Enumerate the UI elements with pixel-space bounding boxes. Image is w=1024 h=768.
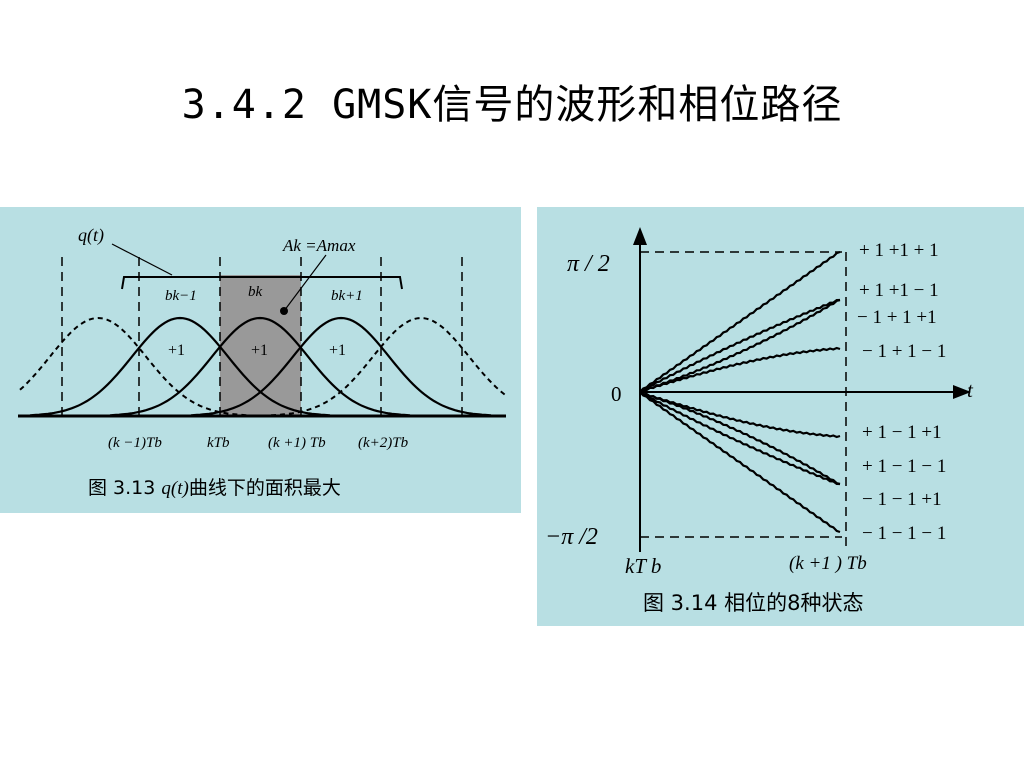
state-label: + 1 − 1 +1: [862, 422, 942, 443]
phase-paths: [639, 250, 841, 534]
phase-path: [639, 298, 841, 393]
figure-3-13-panel: q(t) Ak =Amax bk−1 bk bk+1 +1 +1 +1 (k −…: [0, 207, 521, 513]
state-label: − 1 + 1 − 1: [862, 341, 946, 362]
q-pulse: [121, 276, 403, 290]
plus-one-label: +1: [251, 342, 268, 359]
phase-path: [639, 250, 841, 393]
caption-math: q(t): [161, 478, 189, 499]
y-bottom-label: −π /2: [545, 524, 598, 550]
x-start-label: kT b: [625, 554, 661, 578]
phase-path: [639, 391, 841, 534]
phase-path: [639, 391, 841, 439]
x-axis-label: t: [967, 378, 974, 402]
figure-3-13-caption: 图 3.13 q(t)曲线下的面积最大: [88, 473, 341, 500]
caption-suffix: 曲线下的面积最大: [188, 477, 341, 499]
x-tick-label: (k +1) Tb: [268, 435, 326, 451]
x-tick-label: kTb: [207, 435, 230, 451]
caption-prefix: 图 3.13: [88, 477, 162, 499]
gaussian-curve: [109, 316, 411, 417]
gaussian-curve: [270, 316, 506, 417]
state-label: + 1 +1 − 1: [859, 280, 939, 301]
b-km1-label: bk−1: [165, 288, 197, 304]
q-leader: [111, 243, 173, 276]
state-label: − 1 + 1 +1: [857, 307, 937, 328]
gaussian-curve: [29, 316, 331, 417]
x-tick-label: (k+2)Tb: [358, 435, 409, 451]
plus-one-label: +1: [168, 342, 185, 359]
state-label: + 1 − 1 − 1: [862, 456, 946, 477]
state-label: − 1 − 1 +1: [862, 489, 942, 510]
ak-leader: [283, 254, 327, 312]
figure-3-14-caption: 图 3.14 相位的8种状态: [643, 591, 864, 615]
state-label: + 1 +1 + 1: [859, 240, 939, 261]
ak-dot: [280, 307, 288, 315]
x-end-label: (k +1 ) Tb: [789, 553, 867, 574]
b-k-label: bk: [248, 284, 263, 300]
phase-path: [639, 346, 841, 393]
gaussian-curve: [190, 316, 492, 417]
y-zero-label: 0: [611, 382, 622, 406]
phase-path: [639, 298, 841, 393]
x-axis-arrow: [953, 385, 971, 399]
figure-3-14-svg: π / 2 0 −π /2 t kT b (k +1 ) Tb + 1 +1 +…: [545, 227, 974, 578]
state-label: − 1 − 1 − 1: [862, 523, 946, 544]
y-axis-arrow: [633, 227, 647, 245]
gaussian-curve: [19, 316, 249, 417]
slide-title: 3.4.2 GMSK信号的波形和相位路径: [181, 82, 843, 128]
figure-3-13-svg: q(t) Ak =Amax bk−1 bk bk+1 +1 +1 +1 (k −…: [18, 225, 506, 451]
figure-3-14-panel: π / 2 0 −π /2 t kT b (k +1 ) Tb + 1 +1 +…: [537, 207, 1024, 626]
x-tick-label: (k −1)Tb: [108, 435, 162, 451]
phase-path: [639, 391, 841, 486]
gaussian-pulses: [19, 316, 506, 417]
y-top-label: π / 2: [567, 251, 610, 277]
ak-label: Ak =Amax: [282, 236, 356, 255]
phase-path: [639, 391, 841, 486]
b-kp1-label: bk+1: [331, 288, 363, 304]
q-label: q(t): [78, 225, 104, 246]
plus-one-label: +1: [329, 342, 346, 359]
